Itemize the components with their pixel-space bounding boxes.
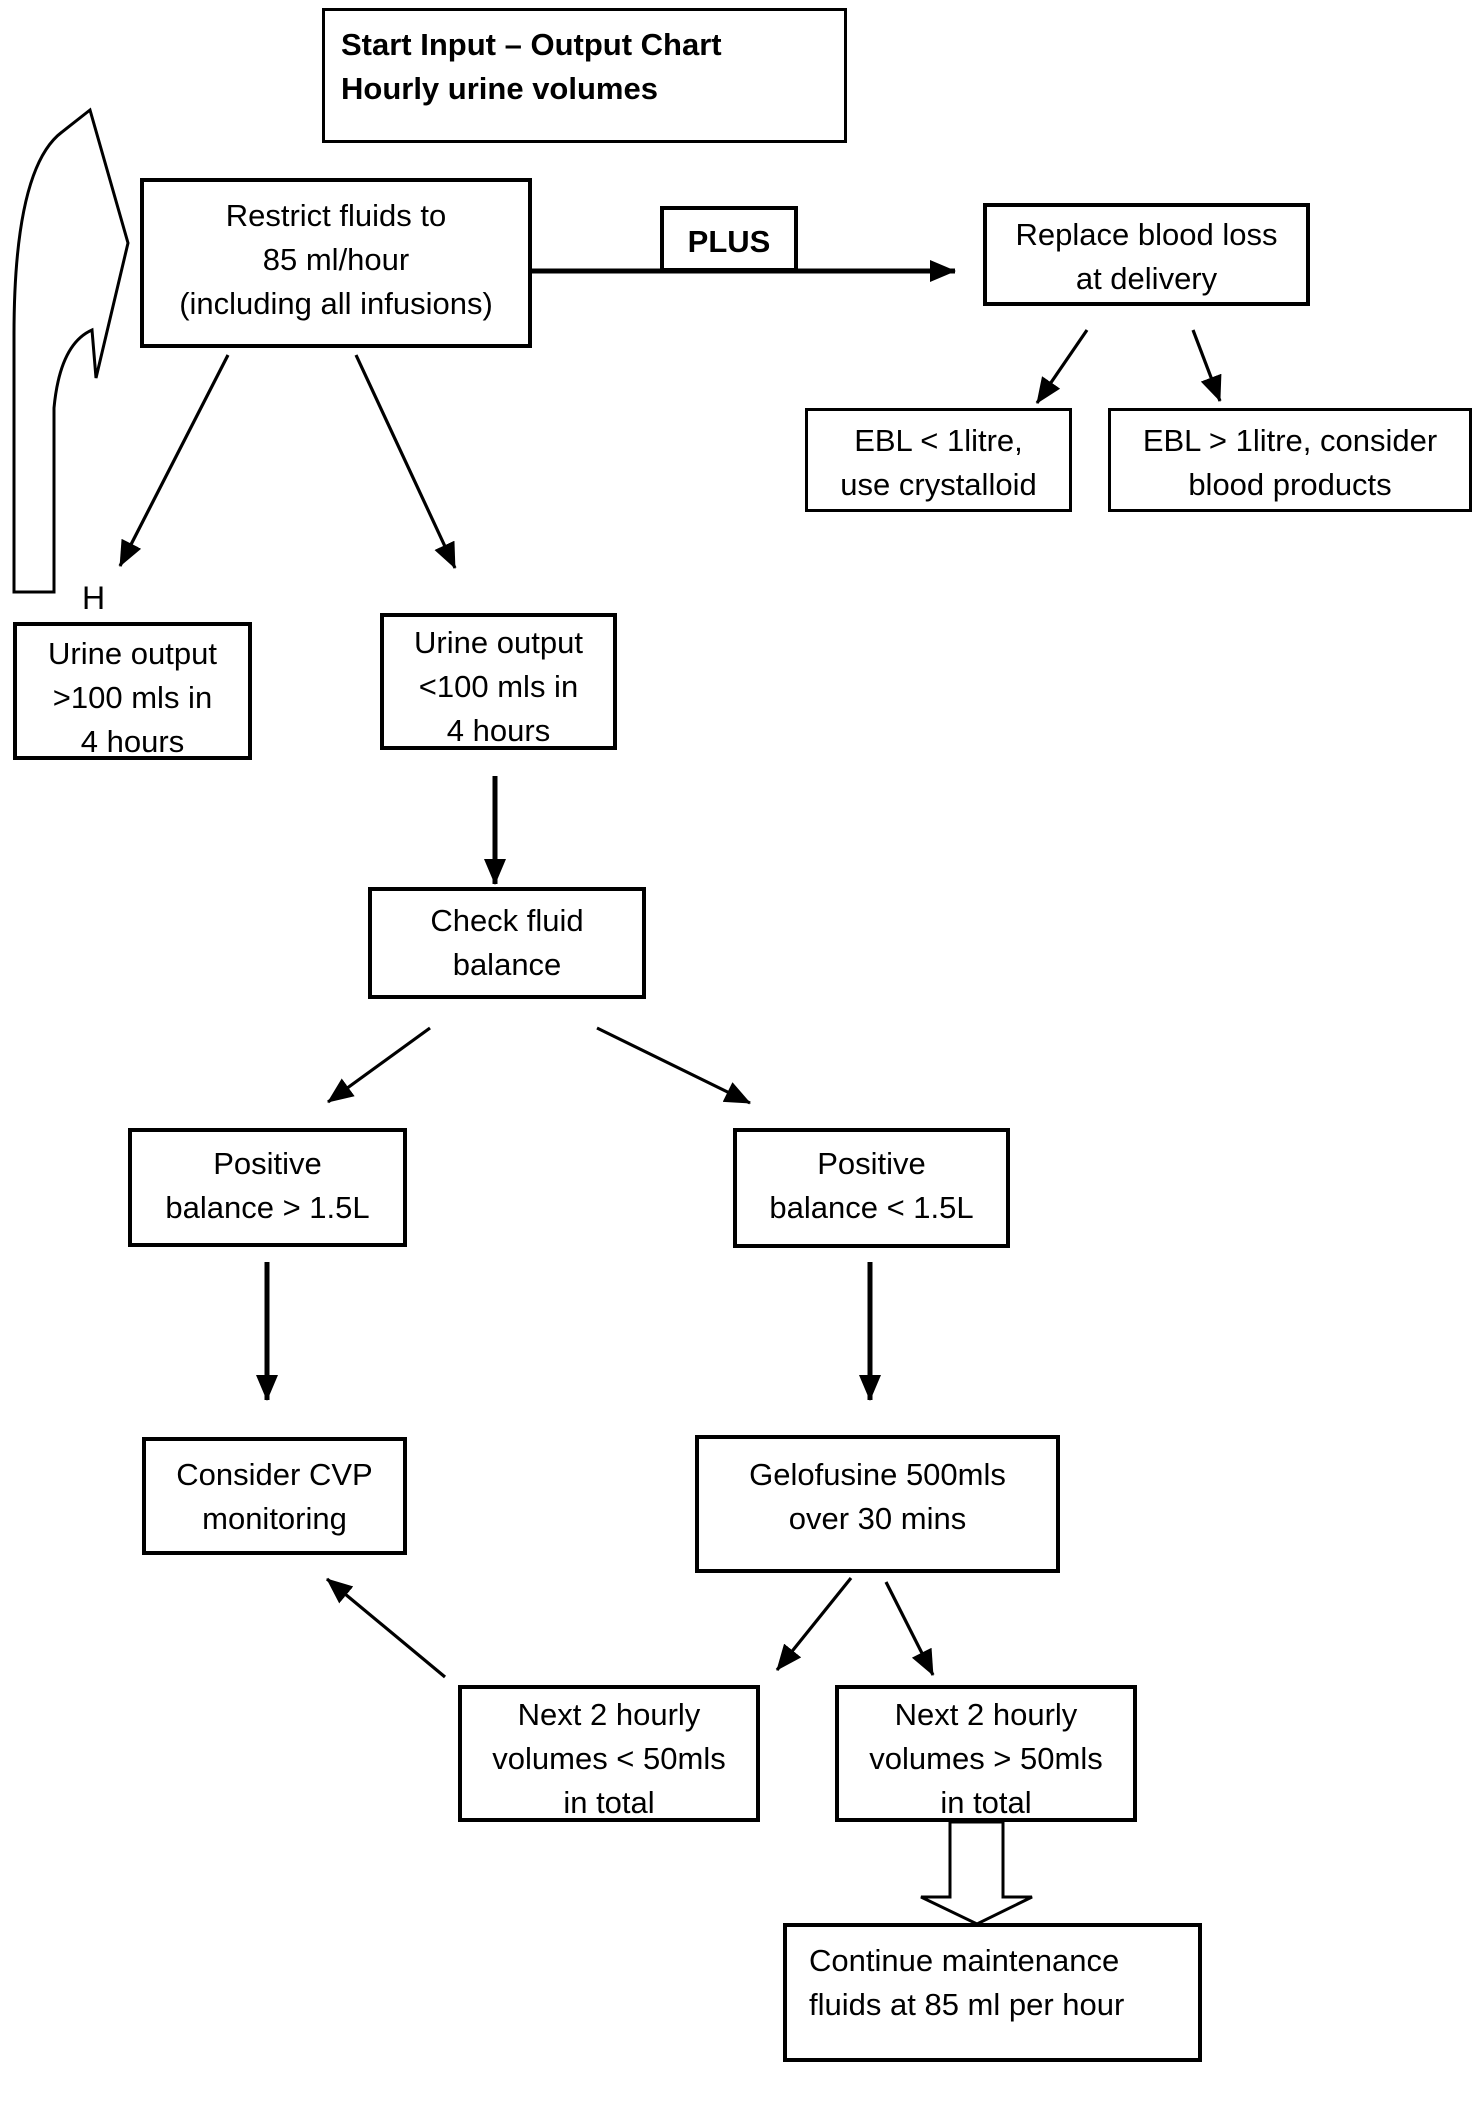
node-urine-output-high: Urine output >100 mls in 4 hours xyxy=(13,622,252,760)
node-line: balance > 1.5L xyxy=(165,1190,370,1226)
node-next-volumes-high: Next 2 hourly volumes > 50mls in total xyxy=(835,1685,1137,1822)
arrow-gelofusine-to-next-low xyxy=(775,1576,853,1672)
node-line: in total xyxy=(563,1785,655,1821)
node-consider-cvp: Consider CVP monitoring xyxy=(142,1437,407,1555)
node-restrict-fluids: Restrict fluids to 85 ml/hour (including… xyxy=(140,178,532,348)
node-ebl-under-1litre: EBL < 1litre, use crystalloid xyxy=(805,408,1072,512)
node-replace-blood-loss: Replace blood loss at delivery xyxy=(983,203,1310,306)
node-line: over 30 mins xyxy=(788,1501,967,1537)
node-line: Next 2 hourly xyxy=(517,1697,701,1732)
node-start-title: Start Input – Output Chart Hourly urine … xyxy=(322,8,847,143)
node-line: Start Input – Output Chart xyxy=(341,27,722,62)
node-line: Check fluid xyxy=(430,903,584,938)
node-line: 85 ml/hour xyxy=(262,242,410,278)
node-line: volumes > 50mls xyxy=(869,1741,1103,1777)
node-check-fluid-balance: Check fluid balance xyxy=(368,887,646,999)
node-line: Hourly urine volumes xyxy=(341,71,658,107)
node-line: Consider CVP xyxy=(176,1457,373,1492)
block-arrow-next-high-to-continue xyxy=(920,1820,1033,1926)
node-gelofusine: Gelofusine 500mls over 30 mins xyxy=(695,1435,1060,1573)
node-line: >100 mls in xyxy=(52,680,213,716)
arrow-next-low-to-cvp xyxy=(325,1577,447,1679)
node-positive-balance-low: Positive balance < 1.5L xyxy=(733,1128,1010,1248)
node-positive-balance-high: Positive balance > 1.5L xyxy=(128,1128,407,1247)
node-line: at delivery xyxy=(1075,261,1218,297)
node-plus-connector: PLUS xyxy=(660,206,798,272)
node-line: fluids at 85 ml per hour xyxy=(809,1987,1125,2023)
node-line: blood products xyxy=(1188,467,1392,503)
node-line: use crystalloid xyxy=(840,467,1037,503)
node-urine-output-low: Urine output <100 mls in 4 hours xyxy=(380,613,617,750)
node-line: EBL > 1litre, consider xyxy=(1142,423,1438,458)
arrow-restrict-to-urine-high xyxy=(118,354,230,567)
node-line: balance < 1.5L xyxy=(769,1190,974,1226)
node-line: in total xyxy=(940,1785,1032,1821)
arrow-gelofusine-to-next-high xyxy=(884,1581,935,1676)
node-line: Next 2 hourly xyxy=(894,1697,1078,1732)
h-annotation: H xyxy=(82,580,106,616)
node-line: 4 hours xyxy=(80,724,185,760)
node-line: Urine output xyxy=(48,636,217,671)
arrow-check-to-pos-high xyxy=(327,1026,431,1104)
node-continue-maintenance: Continue maintenance fluids at 85 ml per… xyxy=(783,1923,1202,2062)
arrow-replace-to-ebl-high xyxy=(1191,329,1222,402)
arrow-restrict-to-urine-low xyxy=(354,354,457,569)
node-line: monitoring xyxy=(202,1501,347,1537)
node-line: Positive xyxy=(817,1146,926,1181)
node-line: Restrict fluids to xyxy=(225,198,447,233)
node-line: EBL < 1litre, xyxy=(854,423,1023,458)
node-line: Positive xyxy=(213,1146,322,1181)
arrow-check-to-pos-low xyxy=(596,1026,751,1105)
node-line: volumes < 50mls xyxy=(492,1741,726,1777)
node-line: (including all infusions) xyxy=(179,286,493,322)
node-line: Urine output xyxy=(414,625,583,660)
node-line: 4 hours xyxy=(446,713,551,749)
node-line: Replace blood loss xyxy=(1015,217,1278,252)
node-ebl-over-1litre: EBL > 1litre, consider blood products xyxy=(1108,408,1472,512)
node-line: Gelofusine 500mls xyxy=(749,1457,1006,1492)
curved-entry-arrow xyxy=(12,107,130,594)
node-line: balance xyxy=(452,947,562,983)
arrow-replace-to-ebl-low xyxy=(1035,329,1089,404)
node-next-volumes-low: Next 2 hourly volumes < 50mls in total xyxy=(458,1685,760,1822)
node-line: <100 mls in xyxy=(418,669,579,705)
node-line: PLUS xyxy=(687,224,771,259)
node-line: Continue maintenance xyxy=(809,1943,1120,1978)
